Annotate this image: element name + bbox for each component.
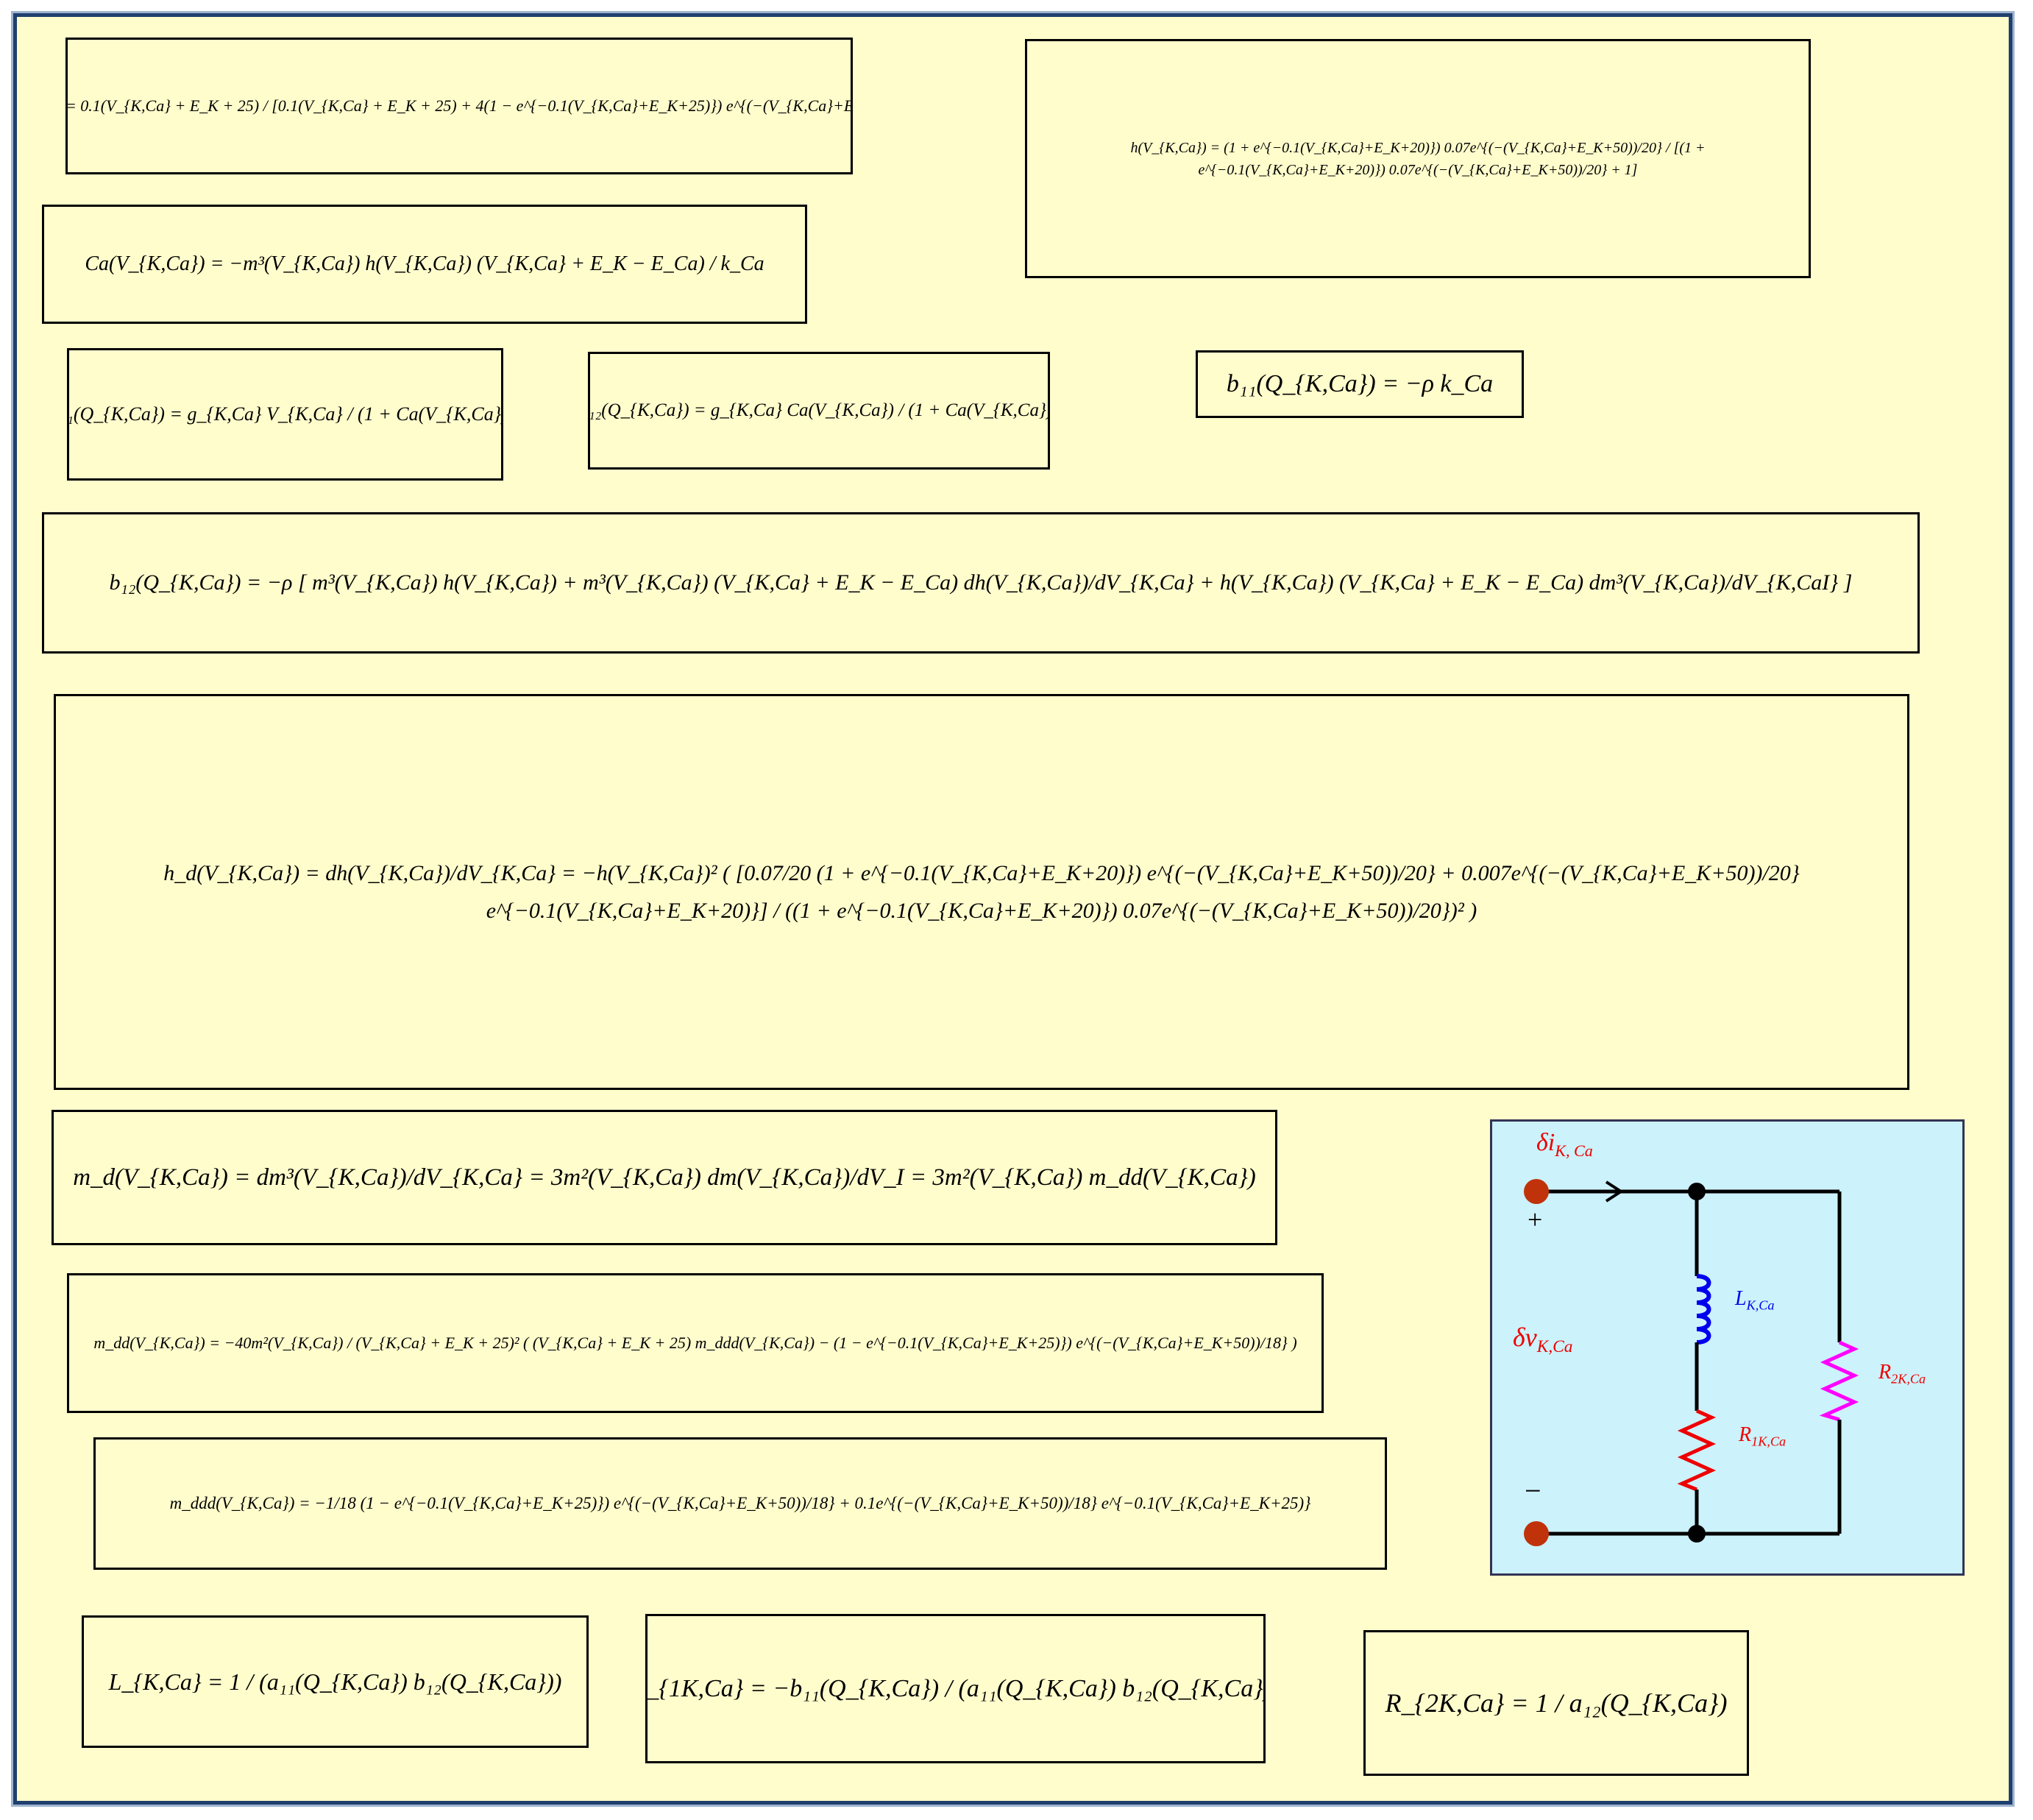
- hd-equation: h_d(V_{K,Ca}) = dh(V_{K,Ca})/dV_{K,Ca} =…: [163, 861, 1800, 923]
- r2-resistor: [1819, 1340, 1859, 1422]
- md-equation-box: m_d(V_{K,Ca}) = dm³(V_{K,Ca})/dV_{K,Ca} …: [52, 1110, 1277, 1245]
- minus-sign: −: [1525, 1474, 1541, 1507]
- voltage-label: δvK,Ca: [1513, 1322, 1572, 1357]
- hd-equation-box: h_d(V_{K,Ca}) = dh(V_{K,Ca})/dV_{K,Ca} =…: [54, 694, 1909, 1090]
- inductor-coil: [1696, 1274, 1711, 1345]
- inductor-label: LK,Ca: [1735, 1287, 1774, 1314]
- L-equation: L_{K,Ca} = 1 / (a₁₁(Q_{K,Ca}) b₁₂(Q_{K,C…: [108, 1668, 562, 1695]
- r2-subscript: 2K,Ca: [1891, 1371, 1926, 1387]
- b11-equation: b₁₁(Q_{K,Ca}) = −ρ k_Ca: [1226, 370, 1494, 397]
- inductor-subscript: K,Ca: [1746, 1297, 1775, 1313]
- R2-equation: R_{2K,Ca} = 1 / a₁₂(Q_{K,Ca}): [1385, 1688, 1728, 1718]
- a11-equation-box: a₁₁(Q_{K,Ca}) = g_{K,Ca} V_{K,Ca} / (1 +…: [67, 348, 503, 481]
- equivalent-circuit-diagram: δiK, Ca + δvK,Ca − LK,Ca R1K,Ca R2K,Ca: [1490, 1119, 1965, 1576]
- current-arrow-icon: [1605, 1180, 1624, 1203]
- ca-equation-box: Ca(V_{K,Ca}) = −m³(V_{K,Ca}) h(V_{K,Ca})…: [42, 205, 807, 324]
- b12-equation: b₁₂(Q_{K,Ca}) = −ρ [ m³(V_{K,Ca}) h(V_{K…: [109, 570, 1853, 595]
- r1-subscript: 1K,Ca: [1751, 1434, 1787, 1449]
- a12-equation: a₁₂(Q_{K,Ca}) = g_{K,Ca} Ca(V_{K,Ca}) / …: [588, 400, 1050, 420]
- circuit-schematic: [1524, 1179, 1859, 1546]
- R1-equation-box: R_{1K,Ca} = −b₁₁(Q_{K,Ca}) / (a₁₁(Q_{K,C…: [645, 1614, 1266, 1763]
- ca-equation: Ca(V_{K,Ca}) = −m³(V_{K,Ca}) h(V_{K,Ca})…: [85, 252, 764, 275]
- plus-sign: +: [1528, 1205, 1543, 1234]
- bottom-junction-dot: [1688, 1525, 1706, 1543]
- m-equation: m(V_{K,Ca}) = 0.1(V_{K,Ca} + E_K + 25) /…: [65, 96, 853, 115]
- R2-equation-box: R_{2K,Ca} = 1 / a₁₂(Q_{K,Ca}): [1363, 1630, 1749, 1776]
- page-frame: m(V_{K,Ca}) = 0.1(V_{K,Ca} + E_K + 25) /…: [13, 13, 2012, 1805]
- mdd-equation: m_dd(V_{K,Ca}) = −40m²(V_{K,Ca}) / (V_{K…: [93, 1334, 1297, 1352]
- b11-equation-box: b₁₁(Q_{K,Ca}) = −ρ k_Ca: [1196, 350, 1524, 418]
- h-equation: h(V_{K,Ca}) = (1 + e^{−0.1(V_{K,Ca}+E_K+…: [1130, 139, 1706, 178]
- voltage-subscript: K,Ca: [1536, 1337, 1573, 1357]
- R1-equation: R_{1K,Ca} = −b₁₁(Q_{K,Ca}) / (a₁₁(Q_{K,C…: [645, 1674, 1266, 1702]
- current-subscript: K, Ca: [1555, 1141, 1593, 1160]
- md-equation: m_d(V_{K,Ca}) = dm³(V_{K,Ca})/dV_{K,Ca} …: [73, 1164, 1256, 1191]
- positive-terminal: [1524, 1179, 1549, 1204]
- b12-equation-box: b₁₂(Q_{K,Ca}) = −ρ [ m³(V_{K,Ca}) h(V_{K…: [42, 512, 1920, 654]
- r1-label: R1K,Ca: [1739, 1423, 1786, 1450]
- mdd-equation-box: m_dd(V_{K,Ca}) = −40m²(V_{K,Ca}) / (V_{K…: [67, 1273, 1324, 1413]
- inductor-symbol: L: [1735, 1287, 1747, 1310]
- mddd-equation: m_ddd(V_{K,Ca}) = −1/18 (1 − e^{−0.1(V_{…: [169, 1494, 1311, 1512]
- r1-symbol: R: [1739, 1423, 1752, 1446]
- current-symbol: δi: [1536, 1129, 1555, 1156]
- r1-resistor: [1677, 1409, 1717, 1492]
- negative-terminal: [1524, 1521, 1549, 1546]
- a11-equation: a₁₁(Q_{K,Ca}) = g_{K,Ca} V_{K,Ca} / (1 +…: [67, 403, 503, 425]
- voltage-symbol: δv: [1513, 1322, 1537, 1352]
- mddd-equation-box: m_ddd(V_{K,Ca}) = −1/18 (1 − e^{−0.1(V_{…: [93, 1437, 1387, 1570]
- a12-equation-box: a₁₂(Q_{K,Ca}) = g_{K,Ca} Ca(V_{K,Ca}) / …: [588, 352, 1050, 470]
- current-label: δiK, Ca: [1536, 1129, 1593, 1161]
- r2-label: R2K,Ca: [1878, 1361, 1926, 1387]
- r2-symbol: R: [1878, 1361, 1892, 1384]
- m-equation-box: m(V_{K,Ca}) = 0.1(V_{K,Ca} + E_K + 25) /…: [65, 38, 853, 174]
- L-equation-box: L_{K,Ca} = 1 / (a₁₁(Q_{K,Ca}) b₁₂(Q_{K,C…: [82, 1615, 589, 1748]
- h-equation-box: h(V_{K,Ca}) = (1 + e^{−0.1(V_{K,Ca}+E_K+…: [1025, 39, 1811, 278]
- top-junction-dot: [1688, 1183, 1706, 1200]
